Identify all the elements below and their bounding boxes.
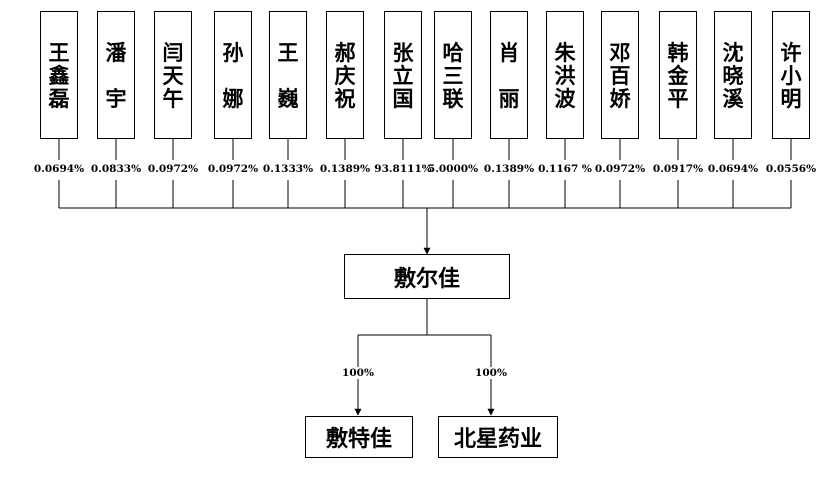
- subsidiary-name-1: 敷特佳: [325, 426, 392, 452]
- shareholder-name-char: 王: [277, 39, 299, 65]
- shareholder-percentage: 0.0833%: [90, 163, 142, 175]
- shareholder-percentage: 0.0694%: [33, 163, 85, 175]
- shareholder-name-char: 娜: [222, 85, 244, 111]
- shareholder-percentage: 0.1389%: [483, 163, 535, 175]
- shareholder-box: 沈晓溪: [714, 11, 752, 139]
- shareholder-box: 哈三联: [434, 11, 472, 139]
- shareholder-name-char: 金: [667, 62, 689, 88]
- subsidiary-name-2: 北星药业: [453, 426, 542, 452]
- shareholder-percentage: 93.8111%: [374, 163, 432, 175]
- shareholder-name-char: 肖: [498, 39, 520, 65]
- shareholder-name-char: 张: [392, 39, 414, 65]
- shareholder-name-char: 洪: [554, 62, 576, 88]
- shareholder-percentage: 0.1167 %: [538, 163, 592, 175]
- shareholder-percentage: 5.0000%: [427, 163, 479, 175]
- shareholder-name-char: 明: [780, 85, 802, 111]
- shareholder-name-char: [284, 64, 291, 87]
- shareholder-name-char: 晓: [722, 62, 744, 88]
- shareholder-name-char: 午: [162, 85, 184, 111]
- shareholder-name-char: 哈: [442, 39, 464, 65]
- shareholder-box: 邓百娇: [601, 11, 639, 139]
- shareholder-box: 张立国: [384, 11, 422, 139]
- shareholder-percentage: 0.0972%: [207, 163, 259, 175]
- shareholder-name-char: 巍: [277, 85, 299, 111]
- shareholder-name-char: 小: [780, 62, 802, 88]
- shareholder-name-char: 闫: [162, 39, 184, 65]
- shareholder-percentage: 0.1333%: [262, 163, 314, 175]
- shareholder-percentage: 0.0972%: [594, 163, 646, 175]
- shareholder-name-char: 庆: [334, 62, 356, 88]
- shareholder-name-char: 郝: [334, 39, 356, 65]
- parent-company-name: 敷尔佳: [393, 265, 460, 292]
- shareholder-box: 韩金平: [659, 11, 697, 139]
- shareholder-box: 孙 娜: [214, 11, 252, 139]
- shareholder-box: 朱洪波: [546, 11, 584, 139]
- shareholder-name-char: 王: [48, 39, 70, 65]
- sub1-percentage: 100%: [340, 367, 376, 379]
- shareholder-box: 闫天午: [154, 11, 192, 139]
- shareholder-percentage: 0.1389%: [319, 163, 371, 175]
- shareholder-name-char: 沈: [722, 39, 744, 65]
- shareholder-percentage: 0.0917%: [652, 163, 704, 175]
- shareholder-percentage: 0.0972%: [147, 163, 199, 175]
- shareholder-box: 肖 丽: [490, 11, 528, 139]
- shareholder-name-char: 潘: [105, 39, 127, 65]
- shareholder-percentage: 0.0694%: [707, 163, 759, 175]
- shareholder-name-char: 联: [442, 85, 464, 111]
- subsidiary-box-1: 敷特佳: [305, 416, 413, 458]
- shareholder-name-char: 丽: [498, 85, 520, 111]
- sub2-percentage: 100%: [473, 367, 509, 379]
- shareholder-name-char: 朱: [554, 39, 576, 65]
- shareholder-name-char: 娇: [609, 85, 631, 111]
- shareholder-name-char: 鑫: [48, 62, 70, 88]
- shareholder-name-char: 孙: [222, 39, 244, 65]
- shareholder-name-char: 磊: [48, 85, 70, 111]
- parent-company-box: 敷尔佳: [344, 254, 510, 299]
- shareholder-name-char: 宇: [105, 85, 127, 111]
- shareholder-connectors: [58, 139, 792, 208]
- shareholder-name-char: 韩: [667, 39, 689, 65]
- shareholder-name-char: [229, 64, 236, 87]
- shareholder-name-char: [505, 64, 512, 87]
- shareholder-name-char: 国: [392, 85, 414, 111]
- shareholder-name-char: 邓: [609, 39, 631, 65]
- shareholder-name-char: 祝: [334, 85, 356, 111]
- subsidiary-box-2: 北星药业: [438, 416, 558, 458]
- shareholder-box: 许小明: [772, 11, 810, 139]
- shareholder-name-char: 三: [442, 62, 464, 88]
- shareholder-name-char: 立: [392, 62, 414, 88]
- shareholder-box: 王 巍: [269, 11, 307, 139]
- shareholder-name-char: 平: [667, 85, 689, 111]
- shareholder-name-char: 许: [780, 39, 802, 65]
- shareholder-box: 潘 宇: [97, 11, 135, 139]
- shareholder-percentage: 0.0556%: [765, 163, 817, 175]
- shareholder-name-char: 溪: [722, 85, 744, 111]
- shareholder-name-char: 波: [554, 85, 576, 111]
- shareholder-name-char: 天: [162, 62, 184, 88]
- shareholder-box: 王鑫磊: [40, 11, 78, 139]
- shareholder-name-char: 百: [609, 62, 631, 88]
- shareholder-name-char: [112, 64, 119, 87]
- shareholder-box: 郝庆祝: [326, 11, 364, 139]
